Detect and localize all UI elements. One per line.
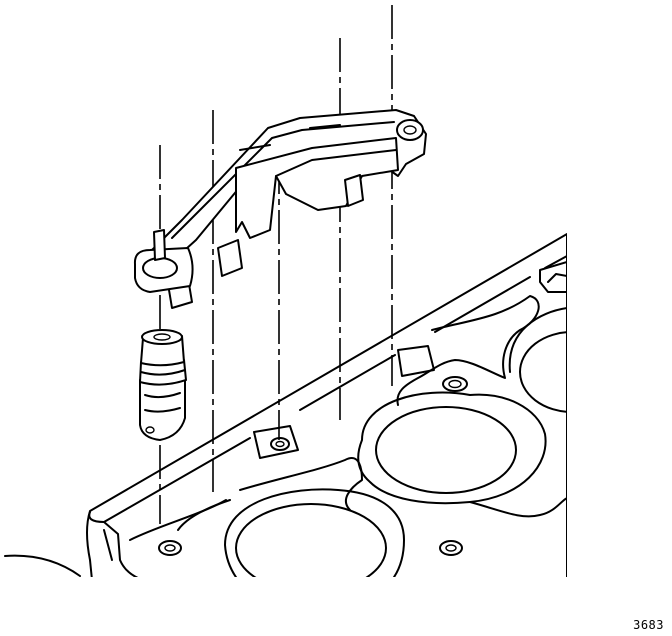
deck-rail-inner-edge <box>103 255 567 523</box>
valve-lifter <box>139 329 187 441</box>
bolt-hole-outer <box>439 540 463 556</box>
lifter-lower-body <box>139 377 186 441</box>
guide-end-hole <box>403 125 417 135</box>
pad-left <box>253 425 299 459</box>
adjacent-part-contour <box>4 554 81 577</box>
water-jacket-right-lower <box>469 497 567 518</box>
cylinder-bore-right <box>519 331 567 413</box>
guide-left-post <box>153 229 166 261</box>
alignment-lines <box>159 5 393 524</box>
guide-tab <box>217 239 243 277</box>
figure-number: 3683 <box>633 618 664 632</box>
bolt-hole <box>158 540 182 556</box>
guide-lifter-opening <box>142 257 178 279</box>
bolt-hole-outer <box>158 540 182 556</box>
bore-surround-left <box>224 488 405 577</box>
water-jacket-upper <box>396 295 540 406</box>
lifter-top-cap <box>141 329 183 345</box>
lifter-bore-hole <box>270 437 290 451</box>
pad-right-detail <box>547 273 567 283</box>
block-deck-surface <box>86 233 567 577</box>
bolt-hole <box>439 540 463 556</box>
pad-middle <box>397 345 435 377</box>
bore-surround-center <box>357 391 547 505</box>
lifter-groove-ring <box>139 359 187 386</box>
engine-block <box>86 233 567 577</box>
cylinder-bore-center <box>375 406 517 494</box>
guide-flange-inner-edge <box>171 121 395 239</box>
lifter-bore-outer <box>270 437 290 451</box>
bolt-hole-inner <box>164 544 176 552</box>
bolt-hole-inner <box>448 379 462 389</box>
guide-flange-ridge <box>239 124 341 151</box>
lifter-guide-bracket <box>133 109 427 309</box>
water-jacket-left <box>129 499 227 541</box>
guide-end-loop <box>396 119 424 141</box>
block-left-end <box>88 511 139 577</box>
guide-front-wall <box>235 137 399 239</box>
lifter-roller-axle <box>145 426 155 434</box>
bolt-hole-outer <box>442 376 468 392</box>
guide-tab <box>344 174 364 207</box>
bolt-hole-inner <box>445 544 457 552</box>
lifter-bore-inner <box>275 440 285 448</box>
guide-wall-fold <box>275 149 397 177</box>
cylinder-bore-left <box>235 503 387 577</box>
bolt-hole <box>442 376 468 392</box>
lifter-flat-face <box>144 392 181 413</box>
lifter-groove-line <box>140 369 186 376</box>
block-lower-left-face <box>103 529 113 561</box>
lifter-pushrod-seat <box>153 333 171 341</box>
